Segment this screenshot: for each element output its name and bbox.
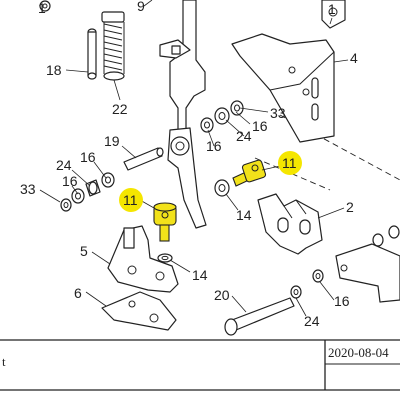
- leader-line: [71, 169, 91, 187]
- washer-set-left: [60, 172, 115, 212]
- callout-20: 20: [214, 287, 230, 303]
- callout-24-left: 24: [56, 157, 72, 173]
- callout-5: 5: [80, 243, 88, 259]
- bracket-part-5: [107, 225, 179, 293]
- title-block: [0, 339, 400, 391]
- leader-line: [261, 165, 281, 171]
- title-block-date: 2020-08-04: [328, 345, 389, 360]
- washer-set-upper: [200, 100, 244, 133]
- callout-16-left: 16: [80, 149, 96, 165]
- spring-part-22: [101, 11, 125, 81]
- highlight-dot: [278, 151, 302, 175]
- pin-part-18: [87, 28, 97, 80]
- highlighted-part-11-lower: [153, 202, 177, 242]
- callout-16-upper: 16: [206, 138, 222, 154]
- callout-19: 19: [104, 133, 120, 149]
- part-top-fragment-hole: [42, 3, 48, 9]
- leader-line: [71, 185, 79, 195]
- lever-part-9: [159, 0, 207, 229]
- leader-line: [225, 193, 239, 211]
- leader-line: [235, 111, 251, 125]
- leader-line: [239, 107, 269, 113]
- callout-22: 22: [112, 101, 128, 117]
- highlighted-part-11-upper: [232, 159, 267, 187]
- callout-11-upper: 11: [282, 155, 297, 171]
- callout-24-upper: 24: [236, 128, 252, 144]
- leader-line: [169, 259, 191, 273]
- callout-1-right: 1: [328, 1, 336, 17]
- callout-4: 4: [350, 50, 358, 66]
- callout-2: 2: [346, 199, 354, 215]
- block-part-2: [257, 193, 323, 255]
- shaft-part-19: [123, 147, 164, 171]
- callout-14-upper: 14: [236, 207, 252, 223]
- leader-line: [121, 145, 137, 159]
- callout-14-lower: 14: [192, 267, 208, 283]
- callout-9: 9: [137, 0, 145, 14]
- callout-18: 18: [46, 62, 62, 78]
- leader-line: [333, 59, 349, 63]
- callout-11-lower: 11: [123, 192, 138, 208]
- leader-line: [91, 251, 111, 265]
- highlight-dot: [119, 188, 143, 212]
- leader-line: [317, 207, 345, 219]
- washer-14-upper: [214, 179, 230, 197]
- callout-16-lower: 16: [334, 293, 350, 309]
- part-1-fragment: [321, 0, 346, 29]
- leader-line: [231, 295, 247, 313]
- title-block-text: t: [2, 354, 6, 369]
- leader-line: [225, 119, 245, 137]
- leader-line: [207, 129, 215, 147]
- leader-line: [319, 281, 335, 301]
- callout-6: 6: [74, 285, 82, 301]
- callout-16-upper-right: 16: [252, 118, 268, 134]
- leader-line: [93, 161, 107, 179]
- leader-line: [143, 0, 153, 7]
- plate-part-6: [101, 291, 177, 331]
- leader-line: [39, 189, 61, 203]
- block-part-right-fragment: [335, 225, 400, 303]
- leader-line: [85, 291, 107, 307]
- callout-1: 1: [38, 0, 46, 16]
- screw-part-20: [224, 269, 324, 336]
- part-top-fragment: [39, 0, 51, 12]
- leader-line: [329, 17, 333, 25]
- leader-line: [65, 69, 89, 73]
- callout-16-left-lower: 16: [62, 173, 78, 189]
- callout-33-upper: 33: [270, 105, 286, 121]
- leader-line: [113, 79, 121, 101]
- callout-33-left: 33: [20, 181, 36, 197]
- callout-24-lower: 24: [304, 313, 320, 329]
- bracket-part-4: [231, 33, 335, 143]
- leader-line: [295, 297, 307, 317]
